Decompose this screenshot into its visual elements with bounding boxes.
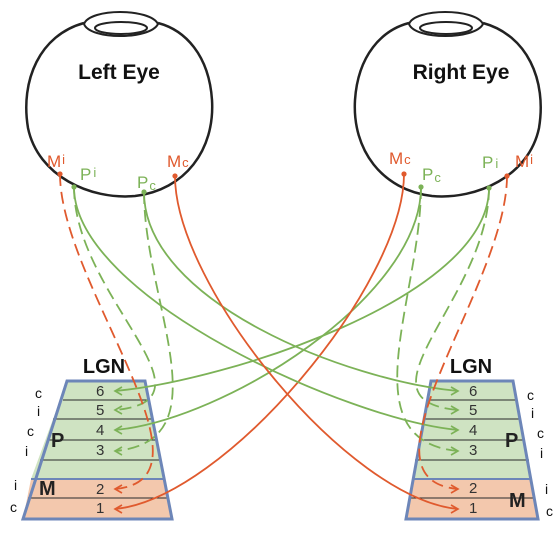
right-site-m-contra-label: Mc	[389, 149, 411, 168]
right-lgn-layer-3-side: i	[540, 445, 543, 461]
synapse-terminal	[113, 425, 123, 435]
fiber-right-eye-m-to-left-lgn-1	[114, 173, 405, 510]
synapse-terminal	[450, 446, 460, 456]
left-eye-pupil	[94, 21, 148, 35]
right-eye-cornea	[407, 11, 485, 37]
left-lgn-layer-2-number: 2	[96, 481, 104, 498]
right-lgn-layer-4-number: 4	[469, 422, 477, 439]
right-lgn-layer-2-side: i	[545, 481, 548, 497]
retina-origin-dot	[401, 171, 407, 177]
right-lgn-layer-4-side: c	[537, 425, 544, 441]
left-lgn-m-label: M	[39, 478, 56, 500]
right-site-p-contra-label: Pc	[422, 165, 441, 185]
left-eye: Left Eye	[25, 11, 214, 198]
fiber-right-eye-p-to-left-lgn-4	[114, 186, 422, 431]
left-lgn-layer-3-number: 3	[96, 442, 104, 459]
retina-origin-dot	[141, 189, 147, 195]
right-lgn-layer-3-number: 3	[469, 442, 477, 459]
right-lgn-layer-2-number: 2	[469, 480, 477, 497]
fiber-right-eye-m-to-right-lgn-2	[418, 175, 508, 490]
left-site-m-ipsi-label: Mi	[47, 152, 65, 171]
synapse-terminal	[113, 446, 123, 456]
fiber-left-eye-p-to-left-lgn-3	[114, 191, 174, 452]
right-lgn: LGN P M	[404, 356, 540, 521]
synapse-terminal	[450, 484, 460, 494]
right-lgn-layer-6-side: c	[527, 387, 534, 403]
right-lgn-layer-5-side: i	[531, 405, 534, 421]
retina-origin-dot	[57, 171, 63, 177]
left-lgn-layer-6-side: c	[35, 385, 42, 401]
right-site-m-ipsi-label: Mi	[515, 152, 533, 171]
fiber-right-eye-p-to-right-lgn-3	[396, 186, 459, 452]
right-lgn-p-label: P	[505, 430, 518, 452]
retina-origin-dot	[172, 173, 178, 179]
right-eye-title: Right Eye	[413, 61, 510, 84]
synapse-terminal	[113, 484, 123, 494]
left-lgn-p-label: P	[51, 430, 64, 452]
left-lgn-layer-1-side: c	[10, 499, 17, 515]
left-lgn-layer-5-side: i	[37, 403, 40, 419]
retina-origin-dot	[504, 173, 510, 179]
left-lgn-layer-1-number: 1	[96, 500, 104, 517]
synapse-terminal	[450, 386, 460, 396]
left-site-p-contra-label: Pc	[137, 173, 156, 193]
retina-origin-dot	[418, 184, 424, 190]
synapse-terminal	[450, 405, 460, 415]
right-eye-pupil	[419, 21, 473, 35]
retina-origin-dot	[71, 184, 77, 190]
left-lgn-layer-6-number: 6	[96, 383, 104, 400]
right-lgn-layer-6-number: 6	[469, 383, 477, 400]
left-lgn-layer-5-number: 5	[96, 402, 104, 419]
fiber-left-eye-m-to-right-lgn-1	[174, 175, 459, 510]
fiber-left-eye-m-to-left-lgn-2	[59, 173, 154, 490]
right-lgn-outline	[404, 379, 540, 521]
left-eye-globe	[25, 21, 214, 198]
left-lgn-layer-4-number: 4	[96, 422, 104, 439]
left-lgn-m-region	[23, 479, 172, 519]
left-site-m-contra-label: Mc	[167, 152, 189, 171]
right-lgn-layer-1-side: c	[546, 503, 553, 519]
left-eye-title: Left Eye	[78, 61, 160, 84]
fiber-right-eye-p-to-left-lgn-6	[114, 187, 490, 392]
axon-pathways	[57, 171, 510, 514]
right-eye-globe	[353, 21, 542, 198]
synapse-terminal	[113, 405, 123, 415]
right-eye: Right Eye	[353, 11, 542, 198]
synapse-terminal	[113, 504, 123, 514]
left-lgn: LGN P M	[20, 356, 174, 521]
left-lgn-outline	[20, 379, 174, 521]
fiber-left-eye-p-to-right-lgn-6	[143, 191, 459, 392]
right-lgn-layer-1-number: 1	[469, 500, 477, 517]
synapse-terminal	[450, 504, 460, 514]
right-lgn-title: LGN	[450, 356, 492, 378]
left-lgn-layer-3-side: i	[25, 443, 28, 459]
left-lgn-p-region	[31, 381, 164, 479]
left-lgn-layer-4-side: c	[27, 423, 34, 439]
fiber-left-eye-p-to-left-lgn-5	[73, 186, 156, 411]
synapse-terminal	[450, 425, 460, 435]
left-lgn-title: LGN	[83, 356, 125, 378]
left-lgn-layer-2-side: i	[14, 477, 17, 493]
synapse-terminal	[113, 386, 123, 396]
right-lgn-m-region	[406, 479, 538, 519]
left-eye-cornea	[82, 11, 160, 37]
retina-origin-dot	[486, 185, 492, 191]
right-lgn-p-region	[412, 381, 532, 479]
right-lgn-m-label: M	[509, 490, 526, 512]
right-lgn-layer-5-number: 5	[469, 402, 477, 419]
fiber-right-eye-p-to-right-lgn-5	[415, 187, 490, 411]
